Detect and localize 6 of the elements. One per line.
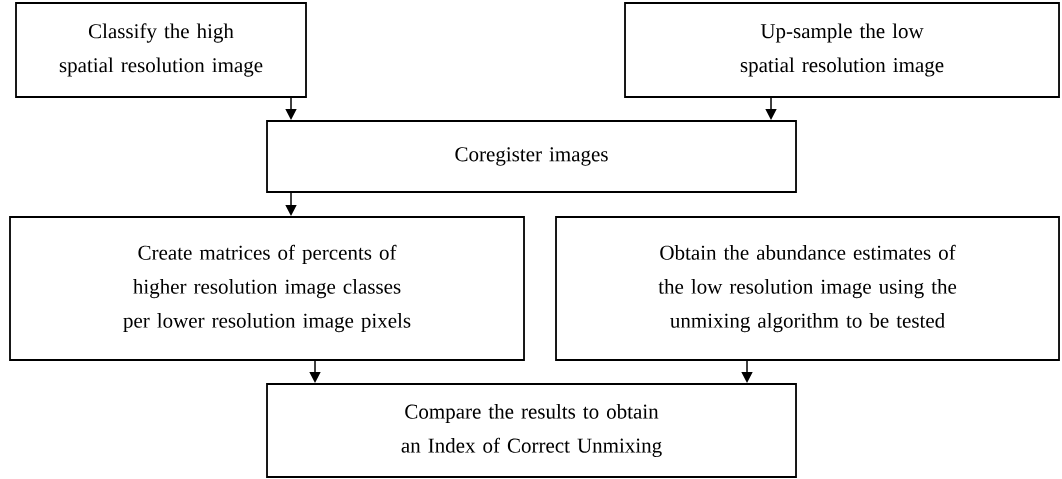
process-box: Obtain the abundance estimates of the low resolution image using the unmixing algorithm to be tested <box>555 216 1060 361</box>
process-box: Create matrices of percents of higher resolution image classes per lower resolution image pixels <box>9 216 525 361</box>
process-box: Classify the high spatial resolution image <box>15 2 307 98</box>
process-box: Coregister images <box>266 120 797 193</box>
process-box: Compare the results to obtain an Index of Correct Unmixing <box>266 383 797 478</box>
process-box: Up-sample the low spatial resolution image <box>624 2 1060 98</box>
